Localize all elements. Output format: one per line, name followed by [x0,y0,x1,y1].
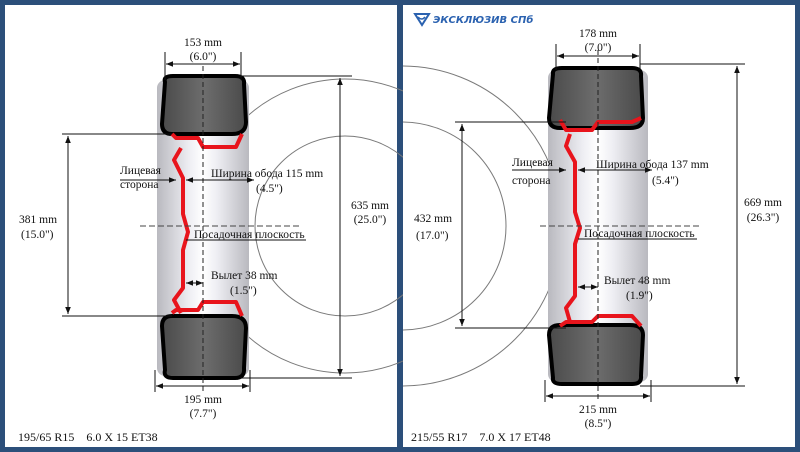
left-panel: 153 mm (6.0") Лицевая сторона Ширина обо… [5,5,493,447]
offset-in: (1.9") [626,290,653,302]
outer-diameter-in: (25.0") [354,214,387,226]
rim-width-in: (5.4") [652,175,679,187]
rim-diameter-in: (17.0") [416,230,449,242]
rim-width-in: (4.5") [256,183,283,195]
left-size-caption: 195/65 R15 6.0 X 15 ET38 [18,430,158,444]
offset-in: (1.5") [230,285,257,297]
outer-diameter-mm: 635 mm [351,200,389,212]
rim-diameter-mm: 432 mm [414,213,452,225]
rim-diameter-in: (15.0") [21,229,54,241]
mounting-plane-label: Посадочная плоскость [584,228,695,240]
tire-top-tread [546,66,646,130]
bottom-width-in: (7.7") [190,408,217,420]
offset-label: Вылет 48 mm [604,275,670,287]
brand-name: ЭКСКЛЮЗИВ СПб [433,14,533,26]
mounting-plane-label: Посадочная плоскость [194,229,305,241]
top-width-in: (7.0") [585,42,612,54]
tire-bottom-tread [546,323,646,386]
face-side-line1: Лицевая [120,165,162,177]
rim-diameter-mm: 381 mm [19,214,57,226]
bottom-width-mm: 215 mm [579,404,617,416]
top-width-mm: 178 mm [579,28,617,40]
right-panel: ЭКСКЛЮЗИВ СПб 178 mm [403,5,795,447]
bottom-width-in: (8.5") [585,418,612,430]
face-side-line2: сторона [120,179,159,191]
face-side-line1: Лицевая [512,157,554,169]
face-side-line2: сторона [512,175,551,187]
rim-width-label: Ширина обода 137 mm [596,159,709,171]
rim-profile [558,116,643,328]
outer-diameter-mm: 669 mm [744,197,782,209]
brand-logo: ЭКСКЛЮЗИВ СПб [413,13,533,27]
rim-width-label: Ширина обода 115 mm [211,168,323,180]
tire-bottom-tread [159,314,249,380]
offset-label: Вылет 38 mm [211,270,277,282]
triangular-swirl-logo-icon [413,13,431,27]
top-width-in: (6.0") [190,51,217,63]
rim-profile [170,132,244,317]
top-width-mm: 153 mm [184,37,222,49]
rim-diameter-circle [403,121,507,331]
right-size-caption: 215/55 R17 7.0 X 17 ET48 [411,430,551,444]
tire-top-tread [159,74,249,136]
outer-diameter-in: (26.3") [747,212,780,224]
bottom-width-mm: 195 mm [184,394,222,406]
